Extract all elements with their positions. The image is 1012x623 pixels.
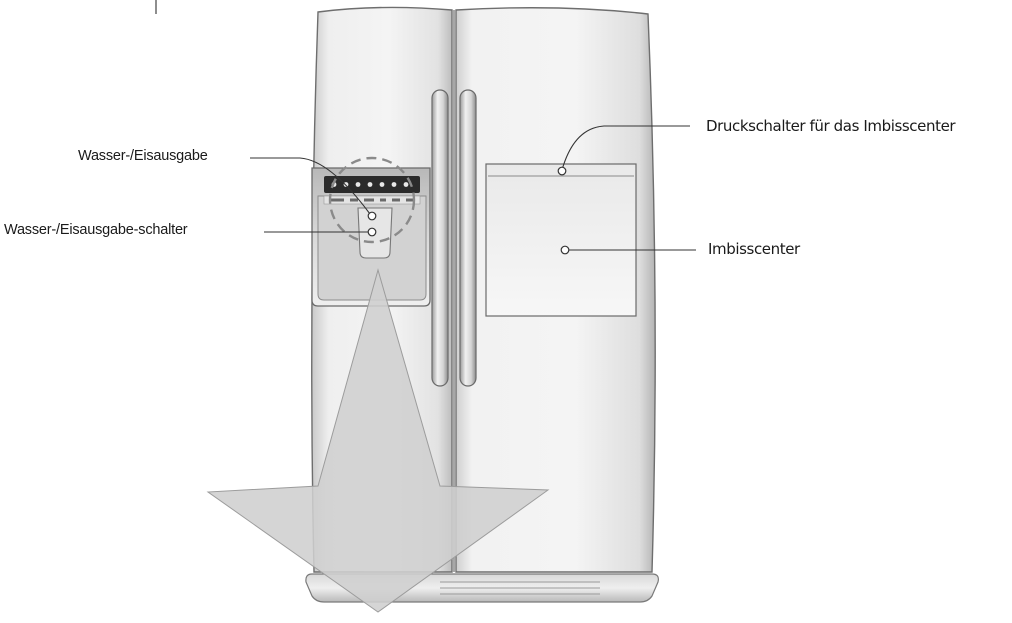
label-water-ice-dispenser-switch: Wasser-/Eisausgabe-schalter	[4, 222, 188, 238]
freezer-handle	[431, 89, 449, 387]
leader-lines	[250, 125, 696, 251]
callout-dots	[367, 166, 570, 255]
callout-dot-dispenser-switch	[367, 227, 377, 237]
dispenser-highlight-circle	[328, 156, 416, 244]
callout-dot-snack-switch	[557, 166, 567, 176]
label-water-ice-dispenser: Wasser-/Eisausgabe	[78, 148, 208, 164]
leader-dispenser	[250, 157, 371, 215]
label-snack-center-switch: Druckschalter für das Imbisscenter	[706, 117, 956, 135]
down-arrow-icon	[206, 268, 550, 613]
label-snack-center: Imbisscenter	[708, 240, 800, 258]
snack-center-door	[485, 163, 637, 317]
leader-snack-switch	[561, 125, 690, 171]
callout-dot-dispenser	[367, 211, 377, 221]
fridge-handle	[459, 89, 477, 387]
callout-dot-snack-center	[560, 245, 570, 255]
display-legend-marks	[330, 198, 414, 202]
